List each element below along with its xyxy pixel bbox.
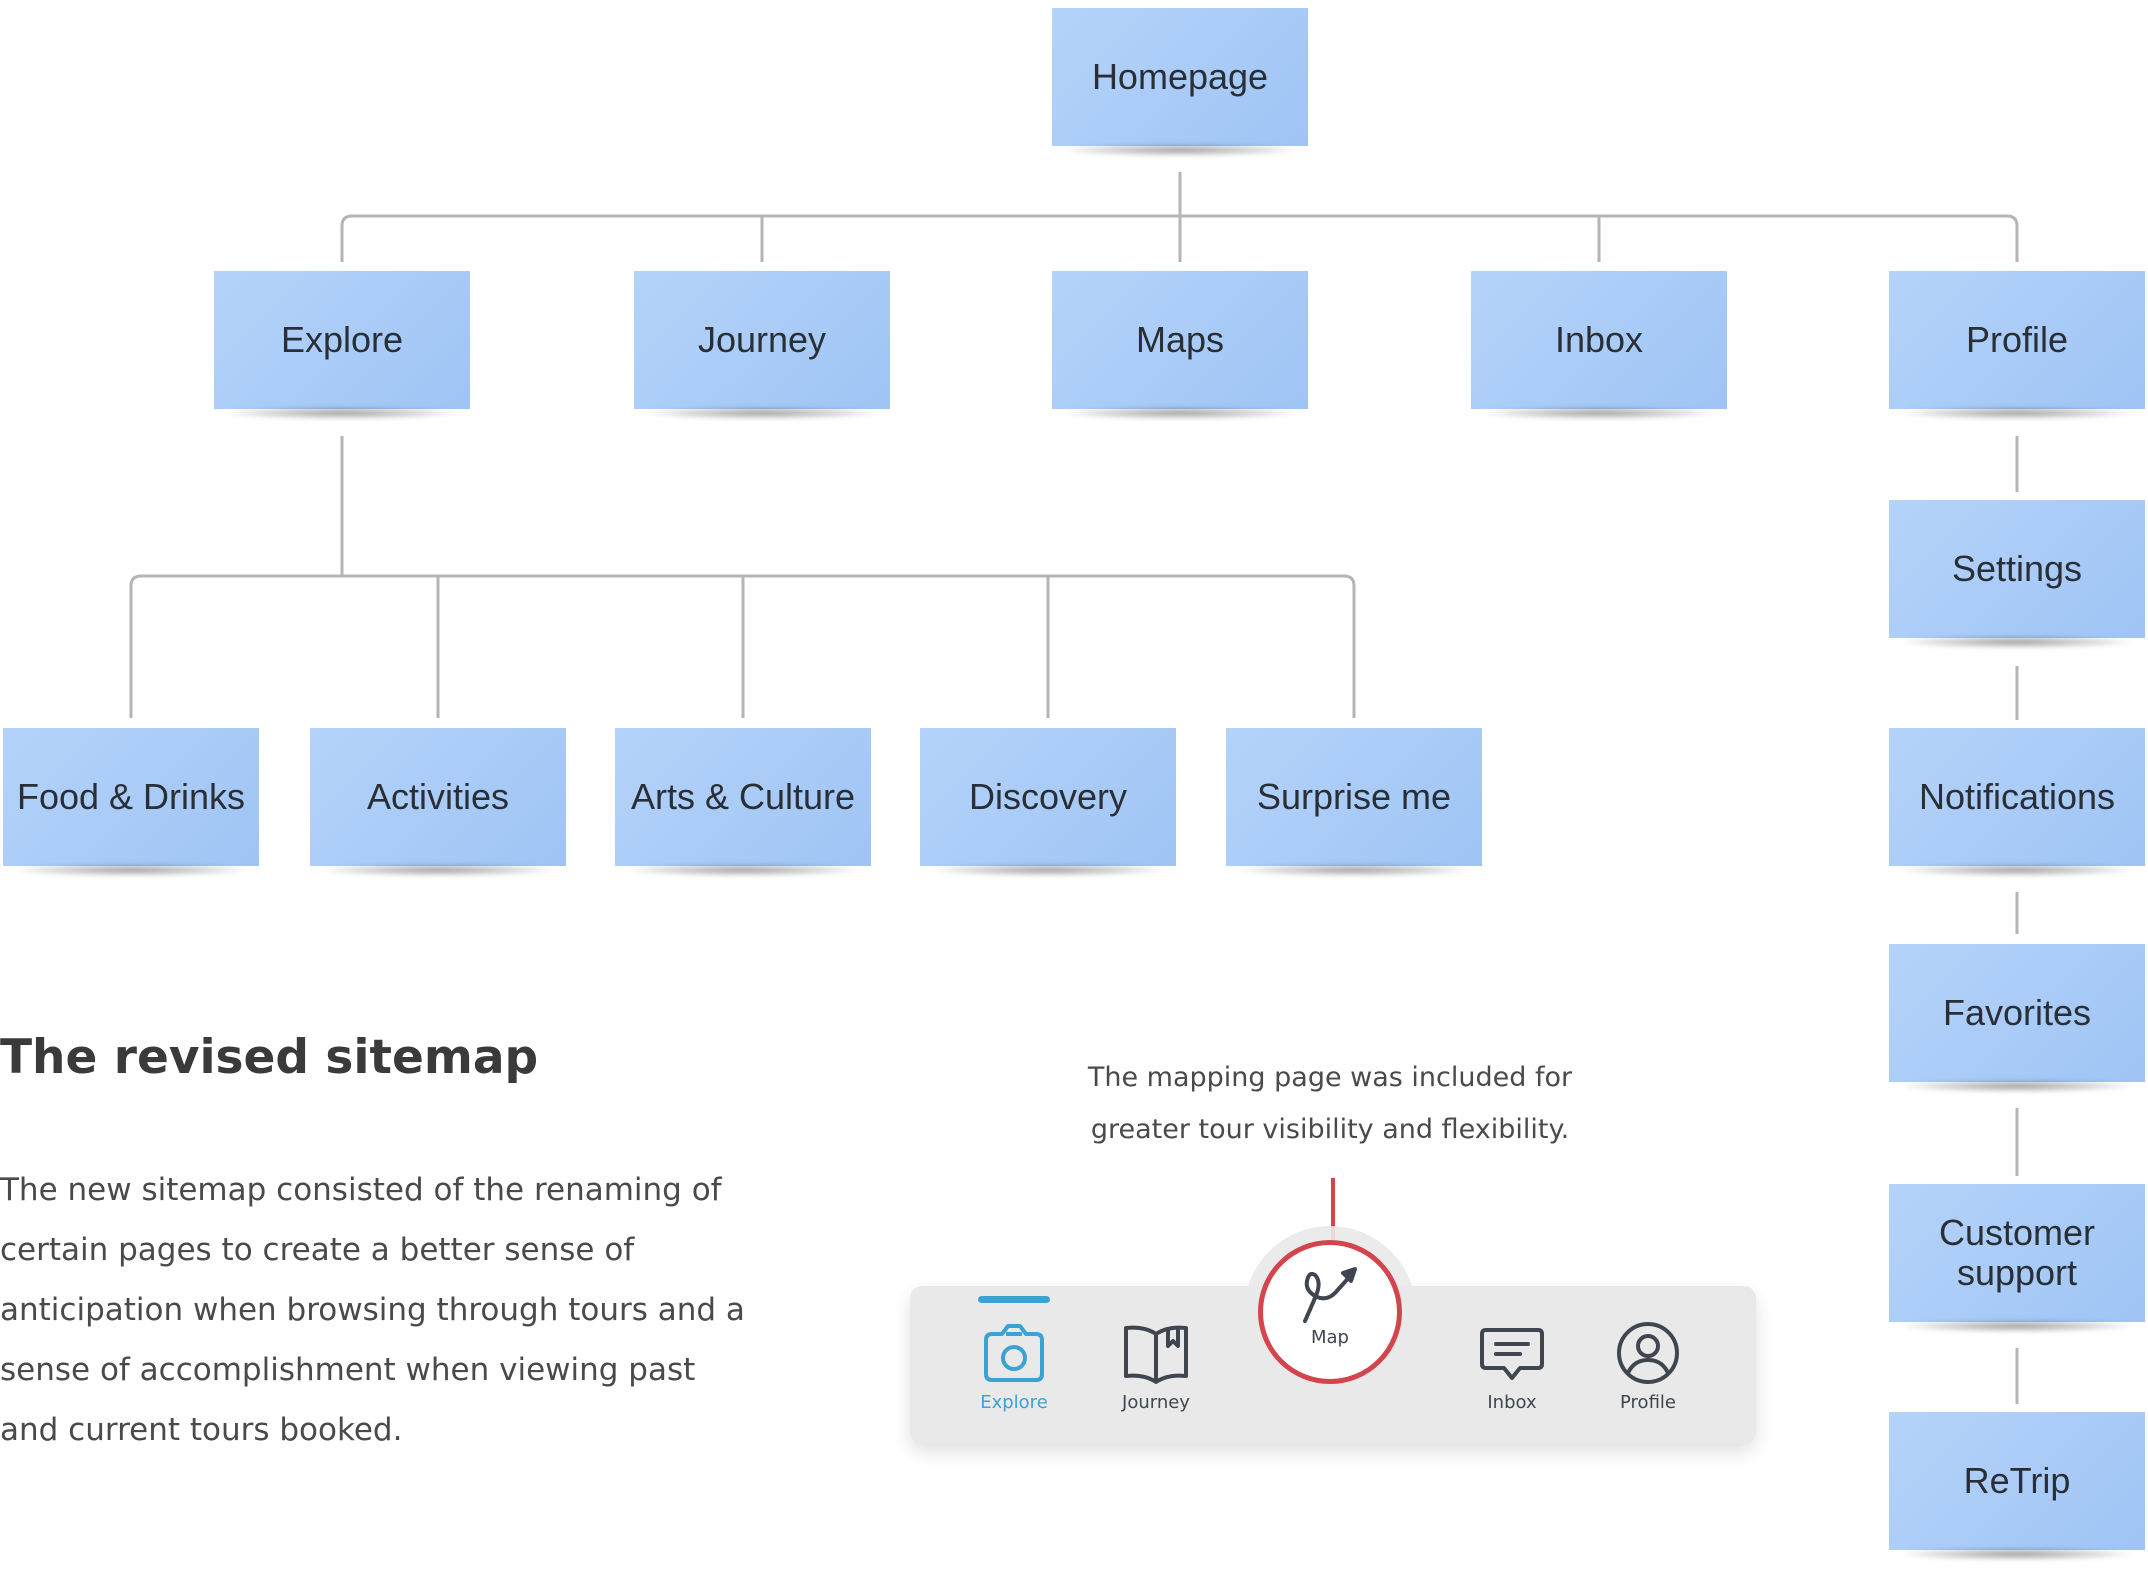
tab-explore-label: Explore <box>980 1392 1048 1413</box>
tab-profile[interactable]: Profile <box>1588 1320 1708 1413</box>
node-favorites: Favorites <box>1889 944 2145 1082</box>
tab-journey[interactable]: Journey <box>1096 1320 1216 1413</box>
tab-profile-label: Profile <box>1620 1392 1676 1413</box>
tab-map-label: Map <box>1311 1327 1349 1348</box>
camera-icon <box>984 1324 1044 1382</box>
user-circle-icon <box>1617 1322 1679 1384</box>
node-customer-support: Customer support <box>1889 1184 2145 1322</box>
map-caption: The mapping page was included for greate… <box>1087 1062 1573 1145</box>
book-icon <box>1124 1325 1188 1384</box>
node-retrip: ReTrip <box>1889 1412 2145 1550</box>
node-maps: Maps <box>1052 271 1308 409</box>
node-arts-culture: Arts & Culture <box>615 728 871 866</box>
section-title: The revised sitemap <box>0 1030 539 1085</box>
tab-journey-label: Journey <box>1122 1392 1190 1413</box>
node-profile: Profile <box>1889 271 2145 409</box>
tab-inbox-label: Inbox <box>1487 1392 1537 1413</box>
node-activities: Activities <box>310 728 566 866</box>
description-paragraph: The new sitemap consisted of the renamin… <box>0 1172 745 1448</box>
node-journey: Journey <box>634 271 890 409</box>
active-tab-indicator <box>978 1296 1050 1303</box>
route-arrow-icon <box>1303 1267 1357 1323</box>
map-callout-pointer <box>1331 1178 1335 1240</box>
node-surprise-me: Surprise me <box>1226 728 1482 866</box>
node-food-drinks: Food & Drinks <box>3 728 259 866</box>
node-settings: Settings <box>1889 500 2145 638</box>
tab-explore[interactable]: Explore <box>954 1320 1074 1413</box>
node-explore: Explore <box>214 271 470 409</box>
tab-inbox[interactable]: Inbox <box>1452 1320 1572 1413</box>
node-inbox: Inbox <box>1471 271 1727 409</box>
tab-map[interactable]: Map <box>1258 1240 1402 1384</box>
node-homepage: Homepage <box>1052 8 1308 146</box>
node-notifications: Notifications <box>1889 728 2145 866</box>
node-discovery: Discovery <box>920 728 1176 866</box>
chat-bubble-icon <box>1480 1328 1544 1380</box>
